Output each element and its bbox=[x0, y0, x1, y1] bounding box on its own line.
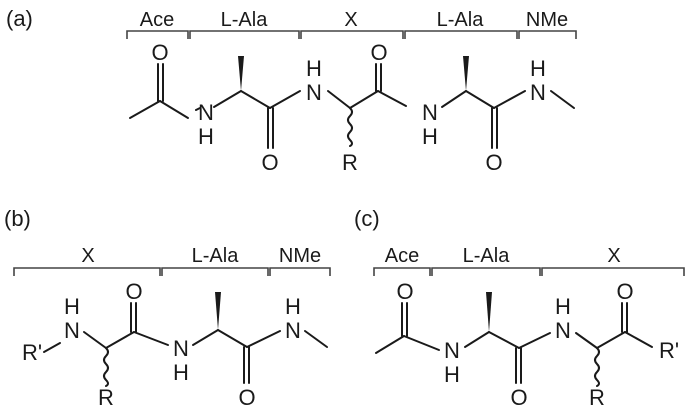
bracket-x bbox=[541, 267, 685, 276]
atom-r: R bbox=[342, 150, 358, 175]
atom-r: R bbox=[589, 385, 605, 408]
panel-b-atoms: R' H N O R N H O H N bbox=[22, 279, 301, 408]
panel-c-segment-labels: Ace L-Ala X bbox=[385, 245, 621, 267]
segment-label-l-ala: L-Ala bbox=[437, 9, 485, 31]
segment-label-x: X bbox=[607, 245, 620, 267]
panel-b-bonds bbox=[43, 292, 328, 387]
panel-a-atoms: O N H O H N R O N H O H N bbox=[151, 40, 546, 175]
atom-o: O bbox=[396, 279, 413, 304]
segment-label-l-ala: L-Ala bbox=[221, 9, 269, 31]
wavy-bond bbox=[103, 347, 109, 387]
atom-n: N bbox=[198, 100, 214, 125]
wedge-bond bbox=[215, 292, 221, 330]
bracket-nme bbox=[518, 30, 577, 39]
atom-h: H bbox=[555, 294, 571, 319]
atom-r-prime: R' bbox=[659, 338, 679, 363]
segment-label-x: X bbox=[344, 9, 357, 31]
atom-h: H bbox=[306, 56, 322, 81]
wedge-bond bbox=[486, 292, 492, 332]
panel-b-segment-labels: X L-Ala NMe bbox=[81, 245, 321, 267]
atom-r-prime: R' bbox=[22, 340, 42, 365]
atom-n: N bbox=[64, 318, 80, 343]
atom-o: O bbox=[238, 385, 255, 408]
atom-h: H bbox=[285, 294, 301, 319]
panel-c-atoms: O N H O H N R O R' bbox=[396, 279, 679, 408]
atom-o: O bbox=[125, 279, 142, 304]
segment-label-ace: Ace bbox=[385, 245, 419, 267]
panel-a: (a) Ace L-Ala X L-Ala NMe bbox=[6, 6, 577, 175]
bracket-x bbox=[300, 30, 404, 39]
atom-n: N bbox=[422, 100, 438, 125]
atom-n: N bbox=[530, 80, 546, 105]
segment-label-l-ala: L-Ala bbox=[192, 245, 240, 267]
atom-h: H bbox=[64, 294, 80, 319]
atom-n: N bbox=[173, 336, 189, 361]
atom-h: H bbox=[444, 362, 460, 387]
panel-a-segment-labels: Ace L-Ala X L-Ala NMe bbox=[140, 9, 568, 31]
segment-label-x: X bbox=[81, 245, 94, 267]
atom-o: O bbox=[616, 279, 633, 304]
bracket-x bbox=[13, 267, 161, 276]
atom-o: O bbox=[151, 40, 168, 65]
atom-n: N bbox=[444, 338, 460, 363]
bracket-l-ala bbox=[431, 267, 541, 276]
atom-n: N bbox=[285, 318, 301, 343]
panel-b: (b) X L-Ala NMe R' bbox=[4, 206, 331, 408]
atom-o: O bbox=[261, 150, 278, 175]
atom-o: O bbox=[510, 385, 527, 408]
bracket-ace bbox=[373, 267, 431, 276]
atom-o: O bbox=[370, 40, 387, 65]
segment-label-l-ala: L-Ala bbox=[463, 245, 511, 267]
atom-n: N bbox=[306, 80, 322, 105]
bracket-nme bbox=[269, 267, 331, 276]
atom-h: H bbox=[173, 360, 189, 385]
atom-o: O bbox=[485, 150, 502, 175]
panel-c-bonds bbox=[375, 292, 653, 387]
panel-b-label: (b) bbox=[4, 206, 31, 231]
panel-b-segment-brackets bbox=[13, 267, 331, 276]
atom-n: N bbox=[555, 318, 571, 343]
panel-a-bonds bbox=[129, 56, 575, 149]
bracket-l-ala-2 bbox=[404, 30, 518, 39]
bracket-ace bbox=[126, 30, 189, 39]
segment-label-nme: NMe bbox=[279, 245, 321, 267]
panel-a-segment-brackets bbox=[126, 30, 577, 39]
wavy-bond bbox=[347, 107, 353, 147]
bracket-l-ala-1 bbox=[189, 30, 300, 39]
atom-r: R bbox=[98, 385, 114, 408]
panel-a-label: (a) bbox=[6, 6, 33, 31]
wavy-bond bbox=[594, 347, 600, 387]
atom-h: H bbox=[198, 124, 214, 149]
wedge-bond bbox=[238, 56, 244, 91]
segment-label-nme: NMe bbox=[526, 9, 568, 31]
panel-c-label: (c) bbox=[354, 206, 380, 231]
atom-h: H bbox=[530, 56, 546, 81]
segment-label-ace: Ace bbox=[140, 9, 174, 31]
atom-h: H bbox=[422, 124, 438, 149]
wedge-bond bbox=[463, 56, 469, 91]
panel-c-segment-brackets bbox=[373, 267, 685, 276]
bracket-l-ala bbox=[161, 267, 269, 276]
panel-c: (c) Ace L-Ala X bbox=[354, 206, 685, 408]
